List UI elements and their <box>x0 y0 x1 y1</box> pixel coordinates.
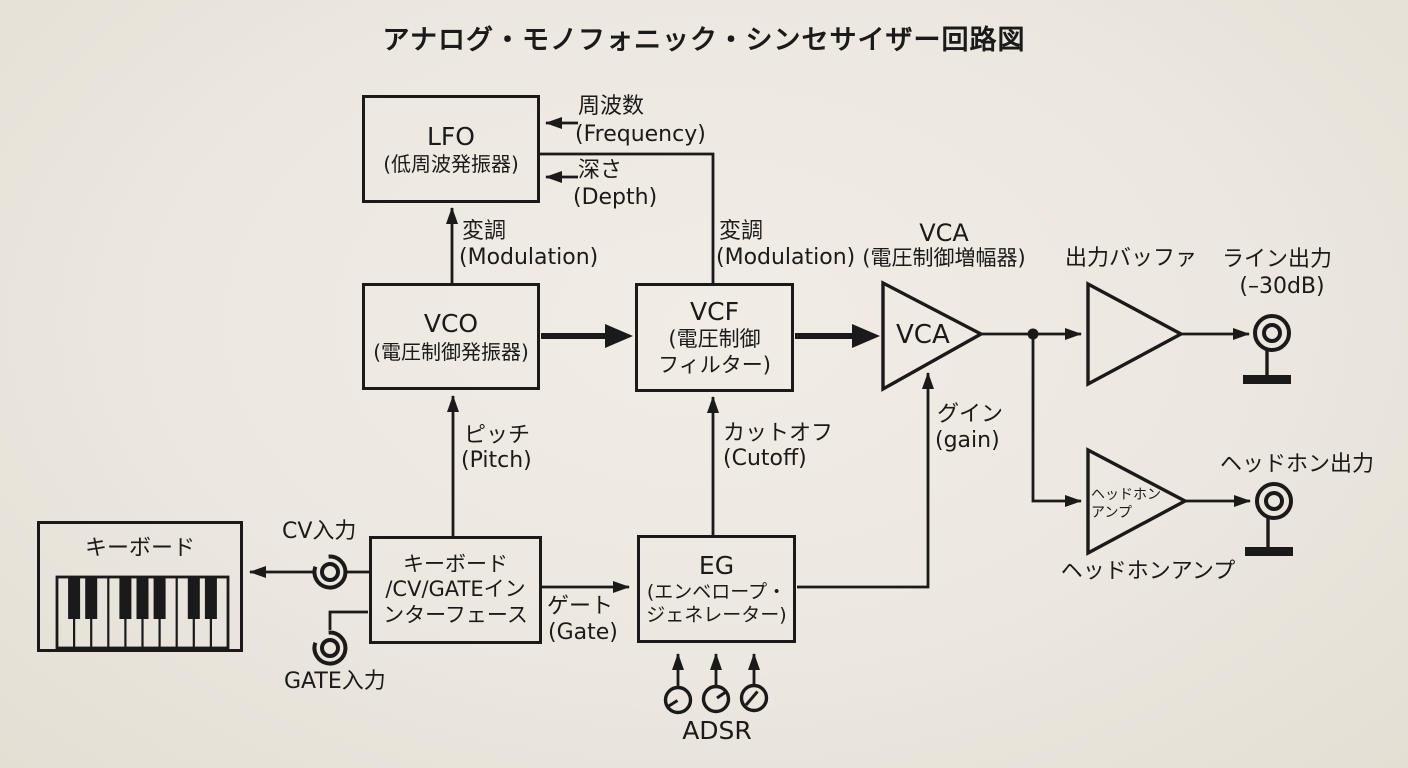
lfo-name: LFO <box>427 121 475 151</box>
adsr-knobs <box>663 653 769 715</box>
gate-input-jack-icon <box>320 638 340 658</box>
output-buffer-triangle <box>1086 281 1185 387</box>
modulation-to-vcf-label-en: (Modulation) <box>716 245 856 270</box>
vco-to-vcf-arrowhead <box>605 324 633 348</box>
headphone-amp-inside-line2: アンプ <box>1091 505 1133 522</box>
modulation-to-vcf-label-jp: 変調 <box>719 219 764 244</box>
knob-decay-icon <box>701 684 731 714</box>
gain-arrow <box>797 372 934 589</box>
interface-line1: キーボード <box>403 551 508 576</box>
headphone-amp-inside-label: ヘッドホン アンプ <box>1091 486 1161 522</box>
interface-line3: ンターフェース <box>383 602 528 627</box>
gate-label-en: (Gate) <box>548 620 618 645</box>
gate-input-label: GATE入力 <box>284 669 386 694</box>
vcf-block: VCF (電圧制御 フィルター) <box>635 283 794 392</box>
gate-input-jack-arc <box>312 630 348 666</box>
depth-label-jp: 深さ <box>578 158 623 183</box>
depth-label-en: (Depth) <box>573 185 658 210</box>
headphone-output-label: ヘッドホン出力 <box>1219 452 1375 477</box>
headphone-amp-inside-line1: ヘッドホン <box>1091 487 1161 503</box>
vca-title: VCA <box>919 219 969 247</box>
vca-triangle <box>881 280 985 392</box>
gate-jack-stub <box>328 610 368 630</box>
diagram-title: アナログ・モノフォニック・シンセサイザー回路図 <box>382 25 1026 56</box>
vcf-desc-line2: フィルター) <box>658 352 771 377</box>
line-output-label: ライン出力 <box>1221 247 1333 272</box>
knob-attack-icon <box>663 685 693 715</box>
vcf-desc-line1: (電圧制御 <box>668 327 761 352</box>
vco-desc: (電圧制御発振器) <box>373 339 529 364</box>
vco-block: VCO (電圧制御発振器) <box>362 283 540 390</box>
line-output-jack-icon <box>1253 314 1291 352</box>
headphone-jack-inner <box>1264 491 1284 511</box>
eg-name: EG <box>698 550 735 580</box>
output-buffer-label: 出力バッファ <box>1064 246 1198 271</box>
cv-input-jack-icon <box>320 562 340 582</box>
knob-sustain-icon <box>739 683 769 713</box>
cutoff-label-en: (Cutoff) <box>723 446 807 471</box>
headphone-jack-icon <box>1255 482 1293 520</box>
eg-block: EG (エンベロープ・ ジェネレーター) <box>637 535 796 643</box>
keyboard-block: キーボード <box>37 521 243 652</box>
eg-desc-line1: (エンベロープ・ <box>646 581 787 604</box>
cutoff-label-jp: カットオフ <box>723 421 834 446</box>
gain-label-en: (gain) <box>935 428 1000 453</box>
lfo-block: LFO (低周波発振器) <box>362 95 540 203</box>
headphone-amp-label: ヘッドホンアンプ <box>1060 559 1236 584</box>
pitch-label-jp: ピッチ <box>464 423 531 448</box>
pitch-label-en: (Pitch) <box>461 448 532 473</box>
headphone-amp-triangle <box>1086 447 1189 556</box>
line-output-ground-bar <box>1243 375 1291 384</box>
modulation-to-lfo-label-en: (Modulation) <box>459 245 599 270</box>
line-output-level-label: (–30dB) <box>1239 274 1325 299</box>
vco-name: VCO <box>423 309 479 339</box>
cv-input-jack-arc <box>312 554 348 590</box>
gain-label-jp: グイン <box>937 402 1004 427</box>
piano-keys-icon <box>55 575 230 650</box>
junction-to-headphone-line <box>1031 334 1082 507</box>
lfo-desc: (低周波発振器) <box>383 152 519 177</box>
adsr-label: ADSR <box>682 716 752 745</box>
lfo-to-vcf-modulation-line <box>540 152 715 284</box>
vca-triangle-label: VCA <box>896 320 950 350</box>
keyboard-label: キーボード <box>84 536 195 561</box>
vca-desc: (電圧制御増幅器) <box>862 246 1026 270</box>
eg-desc-line2: ジェネレーター) <box>646 604 787 627</box>
interface-line2: /CV/GATEイン <box>385 577 526 602</box>
cv-input-label: CV入力 <box>282 519 357 544</box>
vcf-name: VCF <box>690 296 739 326</box>
frequency-label-jp: 周波数 <box>578 94 645 119</box>
keyboard-cv-gate-interface-block: キーボード /CV/GATEイン ンターフェース <box>369 536 542 644</box>
vcf-to-vca-arrowhead <box>852 324 880 348</box>
headphone-ground-bar <box>1245 547 1293 556</box>
line-output-jack-inner <box>1262 323 1282 343</box>
frequency-label-en: (Frequency) <box>575 122 706 147</box>
modulation-to-lfo-label-jp: 変調 <box>462 219 507 244</box>
gate-label-jp: ゲート <box>547 594 614 619</box>
